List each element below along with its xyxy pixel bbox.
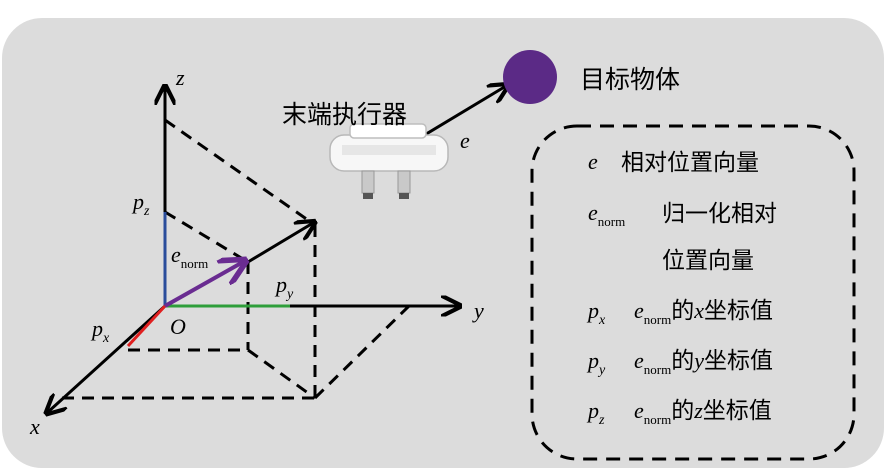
e-vector-arrow xyxy=(247,223,313,264)
svg-text:enorm: enorm xyxy=(588,200,625,229)
z-axis-label: z xyxy=(175,65,185,90)
pz-label: pz xyxy=(131,189,150,219)
x-axis xyxy=(48,304,167,412)
svg-text:px: px xyxy=(586,298,606,328)
svg-text:e: e xyxy=(588,149,598,174)
svg-text:enorm的y坐标值: enorm的y坐标值 xyxy=(634,348,773,377)
end-effector-label: 末端执行器 xyxy=(282,100,407,129)
svg-text:位置向量: 位置向量 xyxy=(662,248,754,274)
x-axis-label: x xyxy=(29,414,40,439)
target-label: 目标物体 xyxy=(580,65,680,94)
y-axis-label: y xyxy=(472,298,484,323)
px-segment xyxy=(126,304,167,348)
origin-label: O xyxy=(170,314,186,339)
gripper-icon xyxy=(329,123,449,199)
svg-text:pz: pz xyxy=(586,398,605,428)
panel-background xyxy=(2,18,884,468)
e-vector-label: e xyxy=(460,128,470,153)
py-label: py xyxy=(274,272,294,302)
legend-row-e: e 相对位置向量 xyxy=(588,149,759,176)
e-norm-label: enorm xyxy=(171,242,208,271)
svg-text:enorm的z坐标值: enorm的z坐标值 xyxy=(634,398,772,427)
circle-target-icon xyxy=(503,50,557,104)
svg-text:enorm的x坐标值: enorm的x坐标值 xyxy=(634,298,773,327)
legend-row-py: py enorm的y坐标值 xyxy=(586,348,773,378)
legend-box xyxy=(530,124,856,461)
svg-text:归一化相对: 归一化相对 xyxy=(662,201,777,227)
legend-row-pz: pz enorm的z坐标值 xyxy=(586,398,772,428)
legend-row-px: px enorm的x坐标值 xyxy=(586,298,773,328)
e-norm-arrow xyxy=(164,262,243,308)
legend-row-enorm: enorm 归一化相对 位置向量 xyxy=(588,200,777,274)
svg-text:相对位置向量: 相对位置向量 xyxy=(621,150,759,176)
px-label: px xyxy=(90,316,110,346)
svg-text:py: py xyxy=(586,348,606,378)
